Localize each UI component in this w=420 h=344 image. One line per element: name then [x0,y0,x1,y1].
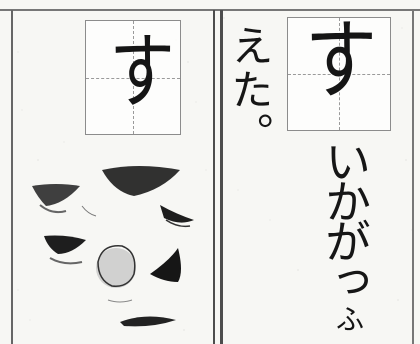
right-practice-box [287,17,391,131]
sketch-faint-stroke-a [81,205,97,217]
left-guide-vertical [133,21,134,134]
sketch-eye-middle-right-lower [165,219,191,228]
top-border [0,9,420,11]
sketch-eye-upper-middle [102,166,180,196]
right-border [412,10,414,344]
question-column-text: いかがっ [318,138,372,298]
sketch-center-circle [96,248,136,288]
sketch-eye-lower-left-shade [49,257,83,265]
left-practice-box [85,20,181,135]
right-guide-vertical [339,18,340,130]
center-divider-left [213,10,215,344]
right-practice-character: す [304,11,378,112]
left-practice-character: す [109,23,175,120]
sketch-eye-middle-right [160,205,194,223]
sketch-eye-upper-left [32,184,80,206]
sketch-mouth-bottom [120,316,176,327]
sketch-faint-stroke-b [107,299,133,303]
center-divider-right [220,10,223,344]
sketch-eye-upper-left-shade [39,204,67,214]
left-border [11,10,13,344]
answer-column-text: えた。 [225,24,274,156]
small-trailing-glyph: ふ [336,303,365,336]
sketch-eye-lower-left [44,235,86,254]
sketch-eye-lower-right [150,248,181,282]
left-drawing-sketches [32,166,194,327]
sketch-center-circle-outline [97,245,136,287]
